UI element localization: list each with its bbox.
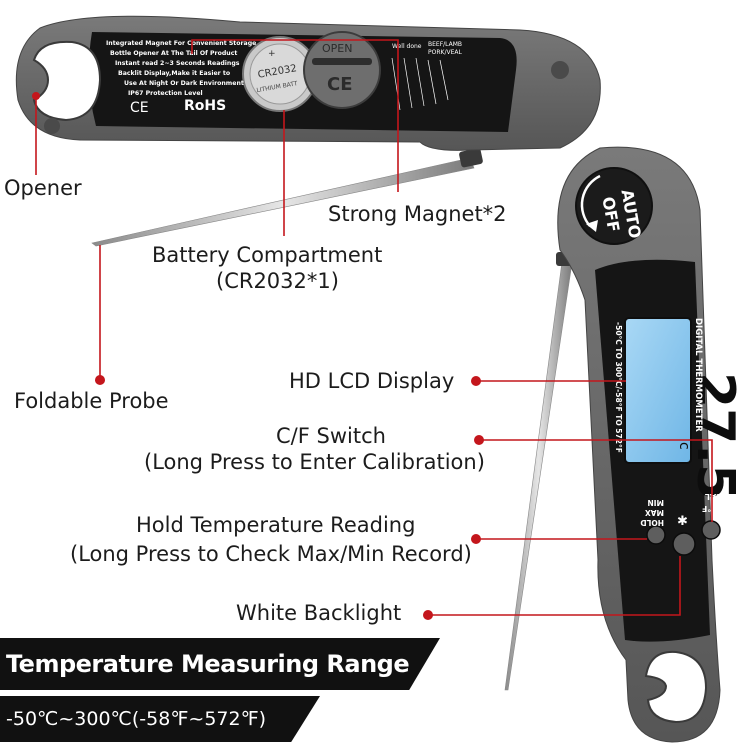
extended-probe (504, 261, 573, 691)
callout-hold: Hold Temperature Reading (136, 513, 416, 537)
battery-cover (303, 31, 381, 109)
lcd-screen (624, 317, 692, 464)
lcd-unit: c (676, 442, 692, 450)
callout-probe: Foldable Probe (14, 389, 169, 413)
feature-line: Backlit Display,Make it Easier to (118, 70, 230, 77)
feature-line: Use At Night Or Dark Environment (124, 80, 244, 87)
svg-text:HOLD: HOLD (640, 518, 664, 527)
callout-lines (35, 39, 713, 616)
cf-cal-button[interactable] (701, 520, 721, 540)
callout-hold-note: (Long Press to Check Max/Min Record) (70, 542, 472, 566)
svg-text:+: + (268, 49, 276, 59)
opener-hole (32, 40, 102, 122)
backlight-icon: ✱ (677, 514, 688, 529)
cal-label: °C/°F CAL (702, 492, 724, 513)
svg-text:MIN: MIN (647, 498, 664, 507)
feature-line: Instant read 2~3 Seconds Readings (115, 60, 240, 67)
feature-line: IP67 Protection Level (128, 90, 203, 97)
side-range: -50°C TO 300°C/-58°F TO 572°F (614, 322, 623, 453)
callout-strong-magnet: Strong Magnet*2 (328, 202, 507, 226)
svg-text:CAL: CAL (705, 492, 722, 501)
front-view-thermometer: AUTO OFF 27.5 c DIGITAL THERMOMETER -50°… (504, 146, 745, 743)
cover-ce-mark: CE (327, 74, 353, 95)
front-opener-hole (644, 650, 708, 724)
doneness-meat2: PORK/VEAL (428, 49, 462, 56)
folded-probe (91, 157, 475, 247)
callout-battery-type: (CR2032*1) (216, 269, 339, 293)
side-title: DIGITAL THERMOMETER (693, 318, 703, 432)
callout-cf-note: (Long Press to Enter Calibration) (144, 450, 485, 474)
range-title-banner: Temperature Measuring Range (0, 638, 440, 690)
hold-button[interactable] (646, 525, 666, 545)
svg-text:°C/°F: °C/°F (702, 504, 724, 513)
doneness-title: Well done (392, 43, 422, 50)
callout-opener: Opener (4, 176, 82, 200)
feature-line: Bottle Opener At The Tail Of Product (110, 50, 237, 57)
range-value-banner: -50℃~300℃(-58℉~572℉) (0, 696, 320, 742)
callout-cf-switch: C/F Switch (276, 424, 386, 448)
magnet (44, 118, 60, 134)
cover-open-text: OPEN (322, 42, 352, 55)
feature-line: Integrated Magnet For Convenient Storage (106, 40, 256, 47)
back-view-thermometer: + CR2032 LITHIUM BATT OPEN CE Integrated… (15, 15, 601, 247)
magnet-leader (191, 39, 399, 192)
feature-list: Integrated Magnet For Convenient Storage… (106, 40, 256, 97)
cf-leader (479, 439, 713, 522)
callout-backlight: White Backlight (236, 601, 402, 625)
svg-text:MAX: MAX (645, 508, 664, 517)
backlight-leader (428, 556, 681, 616)
rohs-mark: RoHS (184, 98, 226, 114)
magnet (551, 61, 569, 79)
callout-battery: Battery Compartment (152, 243, 383, 267)
doneness-meat: BEEF/LAMB (428, 41, 462, 48)
ce-mark: CE (130, 100, 149, 116)
lcd-reading: 27.5 (685, 372, 745, 500)
backlight-button[interactable] (672, 532, 696, 556)
hold-label: HOLD MAX MIN (640, 498, 664, 527)
callout-lcd: HD LCD Display (289, 369, 455, 393)
